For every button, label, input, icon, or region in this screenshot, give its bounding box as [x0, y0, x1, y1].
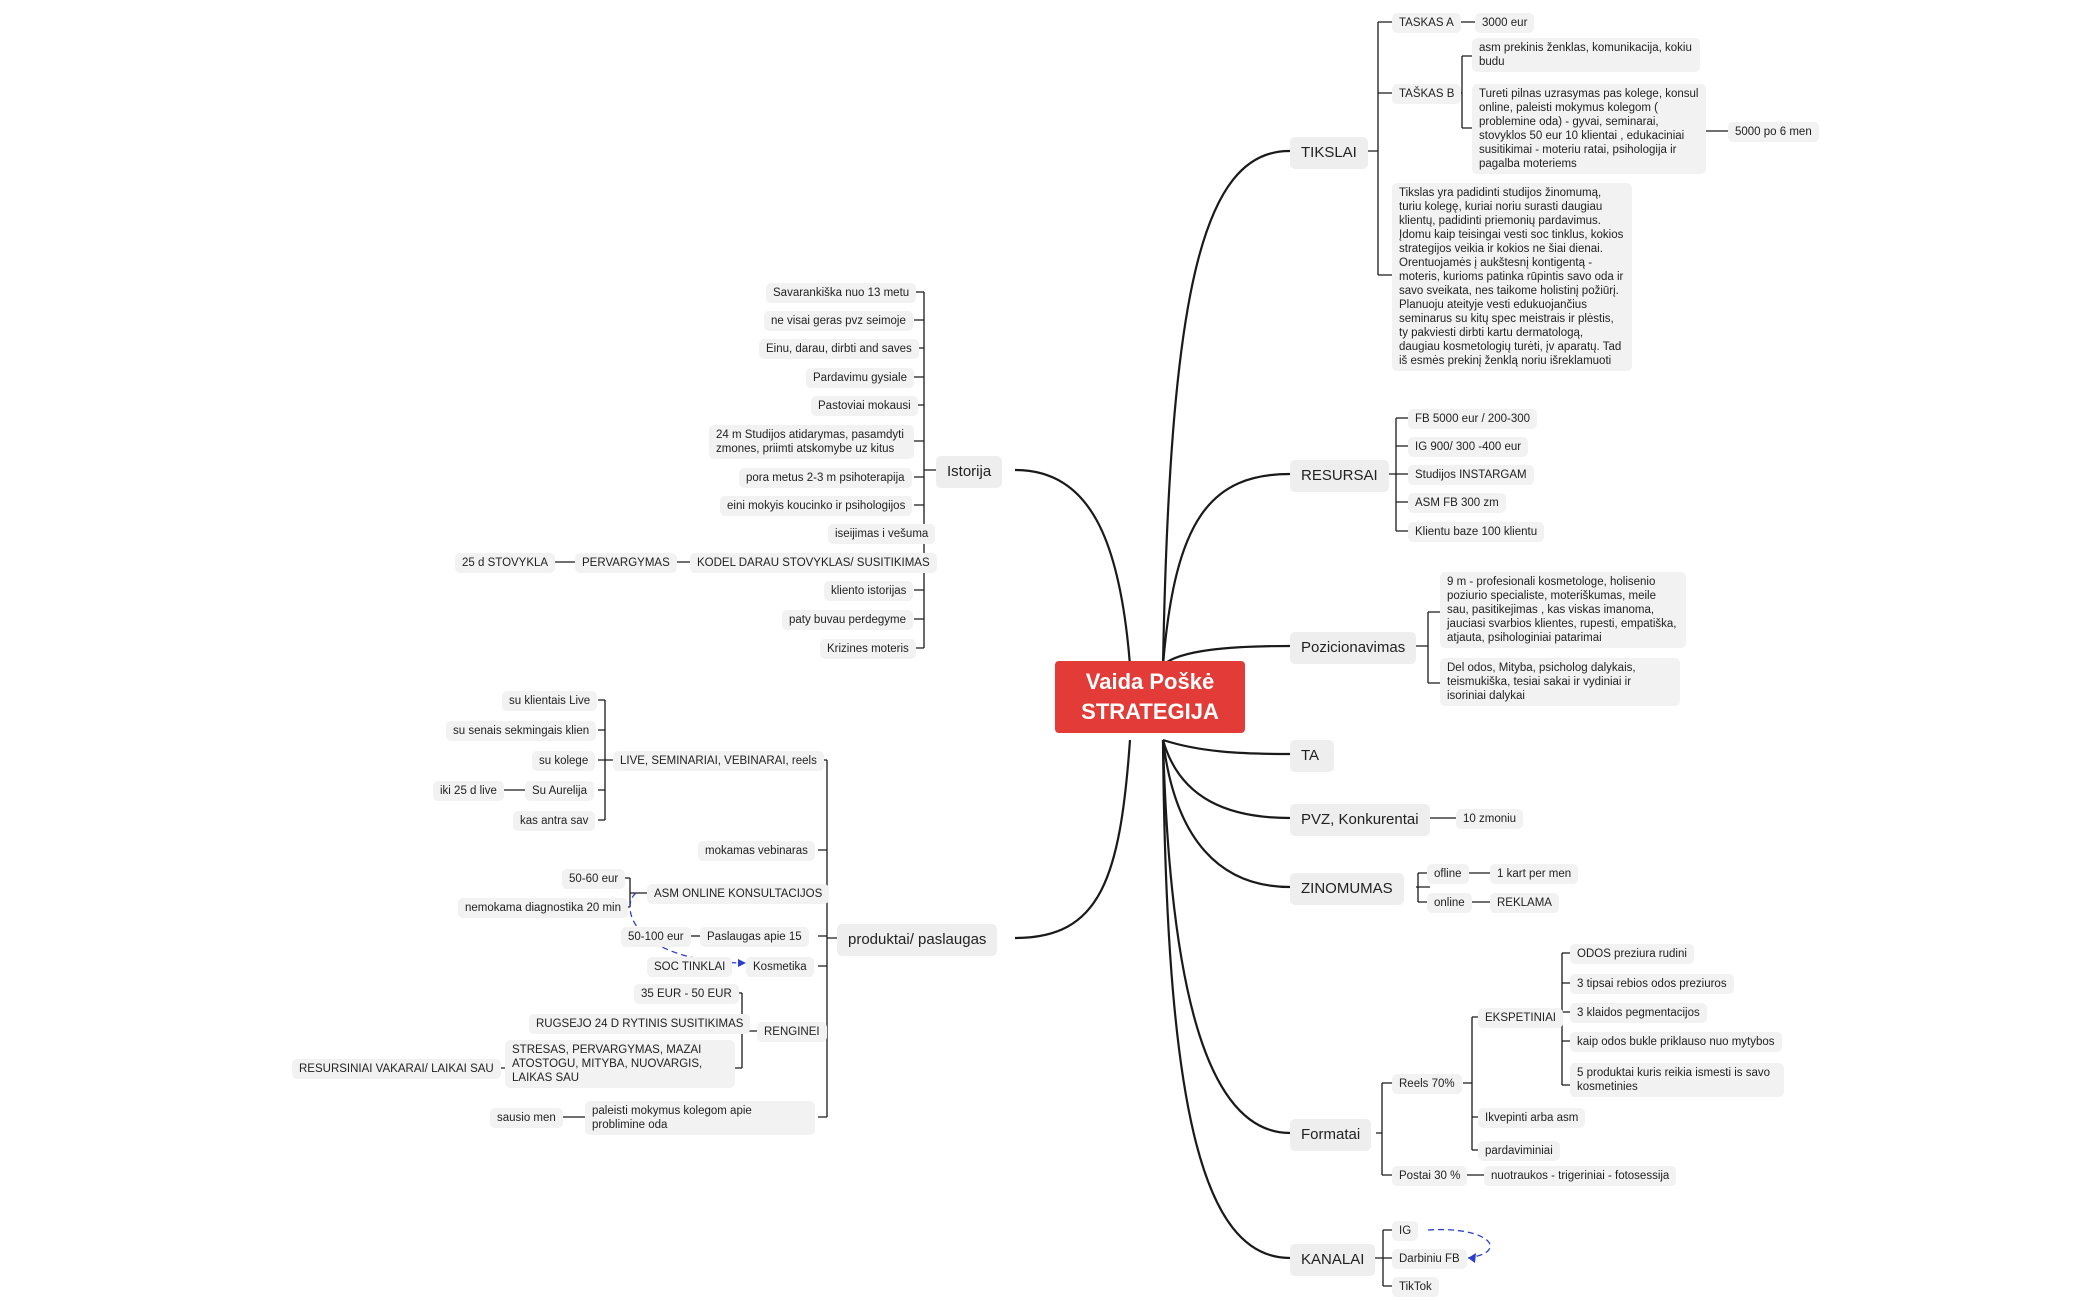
topic-resursai[interactable]: RESURSAI — [1290, 460, 1389, 492]
asm-item[interactable]: nemokama diagnostika 20 min — [458, 898, 628, 918]
produktai-paslaugas[interactable]: Paslaugas apie 15 — [700, 927, 809, 947]
taskas-a-node[interactable]: TASKAS A — [1392, 13, 1461, 33]
pozicionavimas-item[interactable]: Del odos, Mityba, psicholog dalykais, te… — [1440, 658, 1680, 706]
formatai-ekspertiniai[interactable]: EKSPETINIAI — [1478, 1008, 1563, 1028]
pozicionavimas-item[interactable]: 9 m - profesionali kosmetologe, holiseni… — [1440, 572, 1686, 648]
topic-ta[interactable]: TA — [1290, 740, 1334, 772]
istorija-pervargymas[interactable]: PERVARGYMAS — [575, 553, 677, 573]
istorija-item[interactable]: 24 m Studijos atidarymas, pasamdyti zmon… — [709, 425, 914, 459]
produktai-asm-konsultacijos[interactable]: ASM ONLINE KONSULTACIJOS — [647, 884, 830, 904]
ekspertiniai-item[interactable]: 3 klaidos pegmentacijos — [1570, 1003, 1707, 1023]
live-aurelija-note[interactable]: iki 25 d live — [433, 781, 504, 801]
renginei-item[interactable]: 35 EUR - 50 EUR — [634, 984, 739, 1004]
zinomumas-online-value[interactable]: REKLAMA — [1490, 893, 1559, 913]
ekspertiniai-item[interactable]: kaip odos bukle priklauso nuo mytybos — [1570, 1032, 1782, 1052]
kanalai-item[interactable]: Darbiniu FB — [1392, 1249, 1467, 1269]
istorija-item[interactable]: Krizines moteris — [820, 639, 916, 659]
formatai-postai[interactable]: Postai 30 % — [1392, 1166, 1468, 1186]
renginei-item[interactable]: RUGSEJO 24 D RYTINIS SUSITIKIMAS — [529, 1014, 751, 1034]
zinomumas-online[interactable]: online — [1427, 893, 1472, 913]
topic-produktai-paslaugas[interactable]: produktai/ paslaugas — [837, 924, 998, 956]
renginei-item[interactable]: STRESAS, PERVARGYMAS, MAZAI ATOSTOGU, MI… — [505, 1040, 735, 1088]
reels-other-item[interactable]: pardaviminiai — [1478, 1141, 1560, 1161]
topic-kanalai[interactable]: KANALAI — [1290, 1244, 1376, 1276]
live-item[interactable]: kas antra sav — [513, 811, 596, 831]
istorija-item[interactable]: ne visai geras pvz seimoje — [764, 311, 913, 331]
taskas-b-item-2-value[interactable]: 5000 po 6 men — [1728, 122, 1819, 142]
istorija-stovykla[interactable]: 25 d STOVYKLA — [455, 553, 556, 573]
live-item[interactable]: Su Aurelija — [525, 781, 594, 801]
paslaugas-value[interactable]: 50-100 eur — [621, 927, 691, 947]
pvz-value[interactable]: 10 zmoniu — [1456, 809, 1524, 829]
renginei-note[interactable]: RESURSINIAI VAKARAI/ LAIKAI SAU — [292, 1059, 501, 1079]
produktai-renginei[interactable]: RENGINEI — [757, 1022, 827, 1042]
asm-item[interactable]: 50-60 eur — [562, 869, 626, 889]
central-topic-line1: Vaida Poškė — [1085, 669, 1215, 694]
kanalai-item[interactable]: TikTok — [1392, 1277, 1439, 1297]
taskas-a-value[interactable]: 3000 eur — [1475, 13, 1535, 33]
live-item[interactable]: su kolege — [532, 751, 596, 771]
kosmetika-value[interactable]: SOC TINKLAI — [647, 957, 733, 977]
taskas-b-item-2[interactable]: Tureti pilnas uzrasymas pas kolege, kons… — [1472, 84, 1706, 174]
central-topic-line2: STRATEGIJA — [1081, 699, 1219, 724]
taskas-b-item-1[interactable]: asm prekinis ženklas, komunikacija, koki… — [1472, 38, 1700, 72]
produktai-paleisti[interactable]: paleisti mokymus kolegom apie problimine… — [585, 1101, 815, 1135]
topic-tikslai[interactable]: TIKSLAI — [1290, 137, 1368, 169]
topic-pozicionavimas[interactable]: Pozicionavimas — [1290, 632, 1417, 664]
ekspertiniai-item[interactable]: ODOS preziura rudini — [1570, 944, 1694, 964]
zinomumas-offline[interactable]: ofline — [1427, 864, 1469, 884]
resursai-item[interactable]: ASM FB 300 zm — [1408, 493, 1506, 513]
produktai-mokamas[interactable]: mokamas vebinaras — [698, 841, 815, 861]
istorija-item[interactable]: Savarankiška nuo 13 metu — [766, 283, 917, 303]
kanalai-item[interactable]: IG — [1392, 1221, 1419, 1241]
topic-formatai[interactable]: Formatai — [1290, 1119, 1372, 1151]
postai-value[interactable]: nuotraukos - trigeriniai - fotosessija — [1484, 1166, 1677, 1186]
ekspertiniai-item[interactable]: 3 tipsai rebios odos preziuros — [1570, 974, 1734, 994]
istorija-item[interactable]: paty buvau perdegyme — [782, 610, 913, 630]
istorija-item[interactable]: iseijimas i vešuma — [828, 524, 936, 544]
resursai-item[interactable]: FB 5000 eur / 200-300 — [1408, 409, 1538, 429]
istorija-item[interactable]: Einu, darau, dirbti and saves — [759, 339, 919, 359]
istorija-item[interactable]: eini mokyis koucinko ir psihologijos — [720, 496, 913, 516]
produktai-live[interactable]: LIVE, SEMINARIAI, VEBINARAI, reels — [613, 751, 824, 771]
topic-istorija[interactable]: Istorija — [936, 456, 1003, 488]
resursai-item[interactable]: Klientu baze 100 klientu — [1408, 522, 1545, 542]
live-item[interactable]: su senais sekmingais klien — [446, 721, 597, 741]
istorija-item[interactable]: Pastoviai mokausi — [811, 396, 918, 416]
topic-pvz-konkurentai[interactable]: PVZ, Konkurentai — [1290, 804, 1430, 836]
produktai-kosmetika[interactable]: Kosmetika — [746, 957, 814, 977]
istorija-item[interactable]: pora metus 2-3 m psihoterapija — [739, 468, 912, 488]
ekspertiniai-item[interactable]: 5 produktai kuris reikia ismesti is savo… — [1570, 1063, 1784, 1097]
taskas-b-node[interactable]: TAŠKAS B — [1392, 84, 1462, 104]
tikslai-description[interactable]: Tikslas yra padidinti studijos žinomumą,… — [1392, 183, 1632, 371]
zinomumas-offline-value[interactable]: 1 kart per men — [1490, 864, 1579, 884]
istorija-item[interactable]: Pardavimu gysiale — [806, 368, 914, 388]
resursai-item[interactable]: Studijos INSTARGAM — [1408, 465, 1534, 485]
istorija-item[interactable]: KODEL DARAU STOVYKLAS/ SUSITIKIMAS — [690, 553, 937, 573]
topic-zinomumas[interactable]: ZINOMUMAS — [1290, 873, 1404, 905]
live-item[interactable]: su klientais Live — [502, 691, 598, 711]
paleisti-value[interactable]: sausio men — [490, 1108, 563, 1128]
central-topic[interactable]: Vaida Poškė STRATEGIJA — [1055, 661, 1245, 733]
resursai-item[interactable]: IG 900/ 300 -400 eur — [1408, 437, 1529, 457]
reels-other-item[interactable]: Ikvepinti arba asm — [1478, 1108, 1586, 1128]
formatai-reels[interactable]: Reels 70% — [1392, 1074, 1462, 1094]
istorija-item[interactable]: kliento istorijas — [824, 581, 914, 601]
